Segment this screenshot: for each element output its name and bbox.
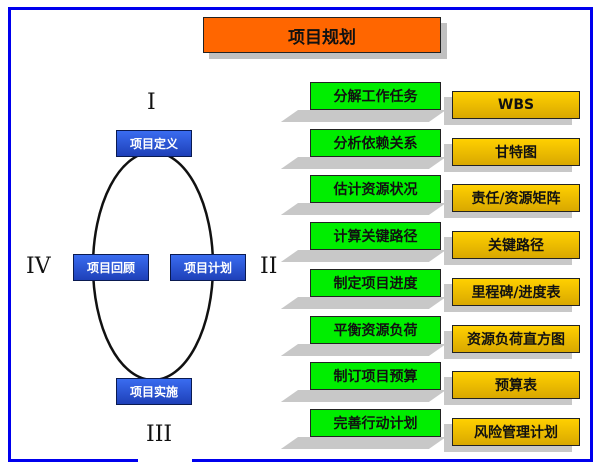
output-box: 里程碑/进度表 [452, 277, 580, 306]
step-shadow [280, 436, 446, 449]
numeral-4: IV [26, 254, 51, 279]
step-shadow [280, 156, 446, 169]
output-box: 预算表 [452, 371, 580, 400]
phase-planning: 项目计划 [170, 254, 246, 281]
numeral-2: II [260, 254, 278, 279]
output-box: 责任/资源矩阵 [452, 184, 580, 213]
phase-definition: 项目定义 [116, 130, 192, 157]
output-box: 资源负荷直方图 [452, 324, 580, 353]
numeral-1: I [147, 90, 156, 115]
step-shadow [280, 110, 446, 122]
diagram-title: 项目规划 [203, 17, 441, 53]
step-box: 完善行动计划 [310, 408, 441, 437]
step-box: 分解工作任务 [310, 82, 441, 110]
numeral-3: III [146, 422, 173, 447]
step-shadow [280, 296, 446, 309]
step-box: 平衡资源负荷 [310, 315, 441, 344]
output-box: 风险管理计划 [452, 417, 580, 446]
output-box: 关键路径 [452, 231, 580, 260]
phase-execution: 项目实施 [116, 378, 192, 405]
step-box: 制订项目预算 [310, 362, 441, 391]
step-box: 计算关键路径 [310, 222, 441, 251]
step-shadow [280, 203, 446, 216]
output-box: 甘特图 [452, 137, 580, 166]
step-shadow [280, 250, 446, 263]
step-box: 制定项目进度 [310, 268, 441, 297]
step-box: 估计资源状况 [310, 175, 441, 204]
frame-gap [138, 452, 192, 462]
step-shadow [280, 343, 446, 356]
output-box: WBS [452, 91, 580, 119]
frame-border [8, 7, 593, 462]
phase-review: 项目回顾 [73, 254, 149, 281]
step-shadow [280, 390, 446, 403]
step-box: 分析依赖关系 [310, 128, 441, 157]
